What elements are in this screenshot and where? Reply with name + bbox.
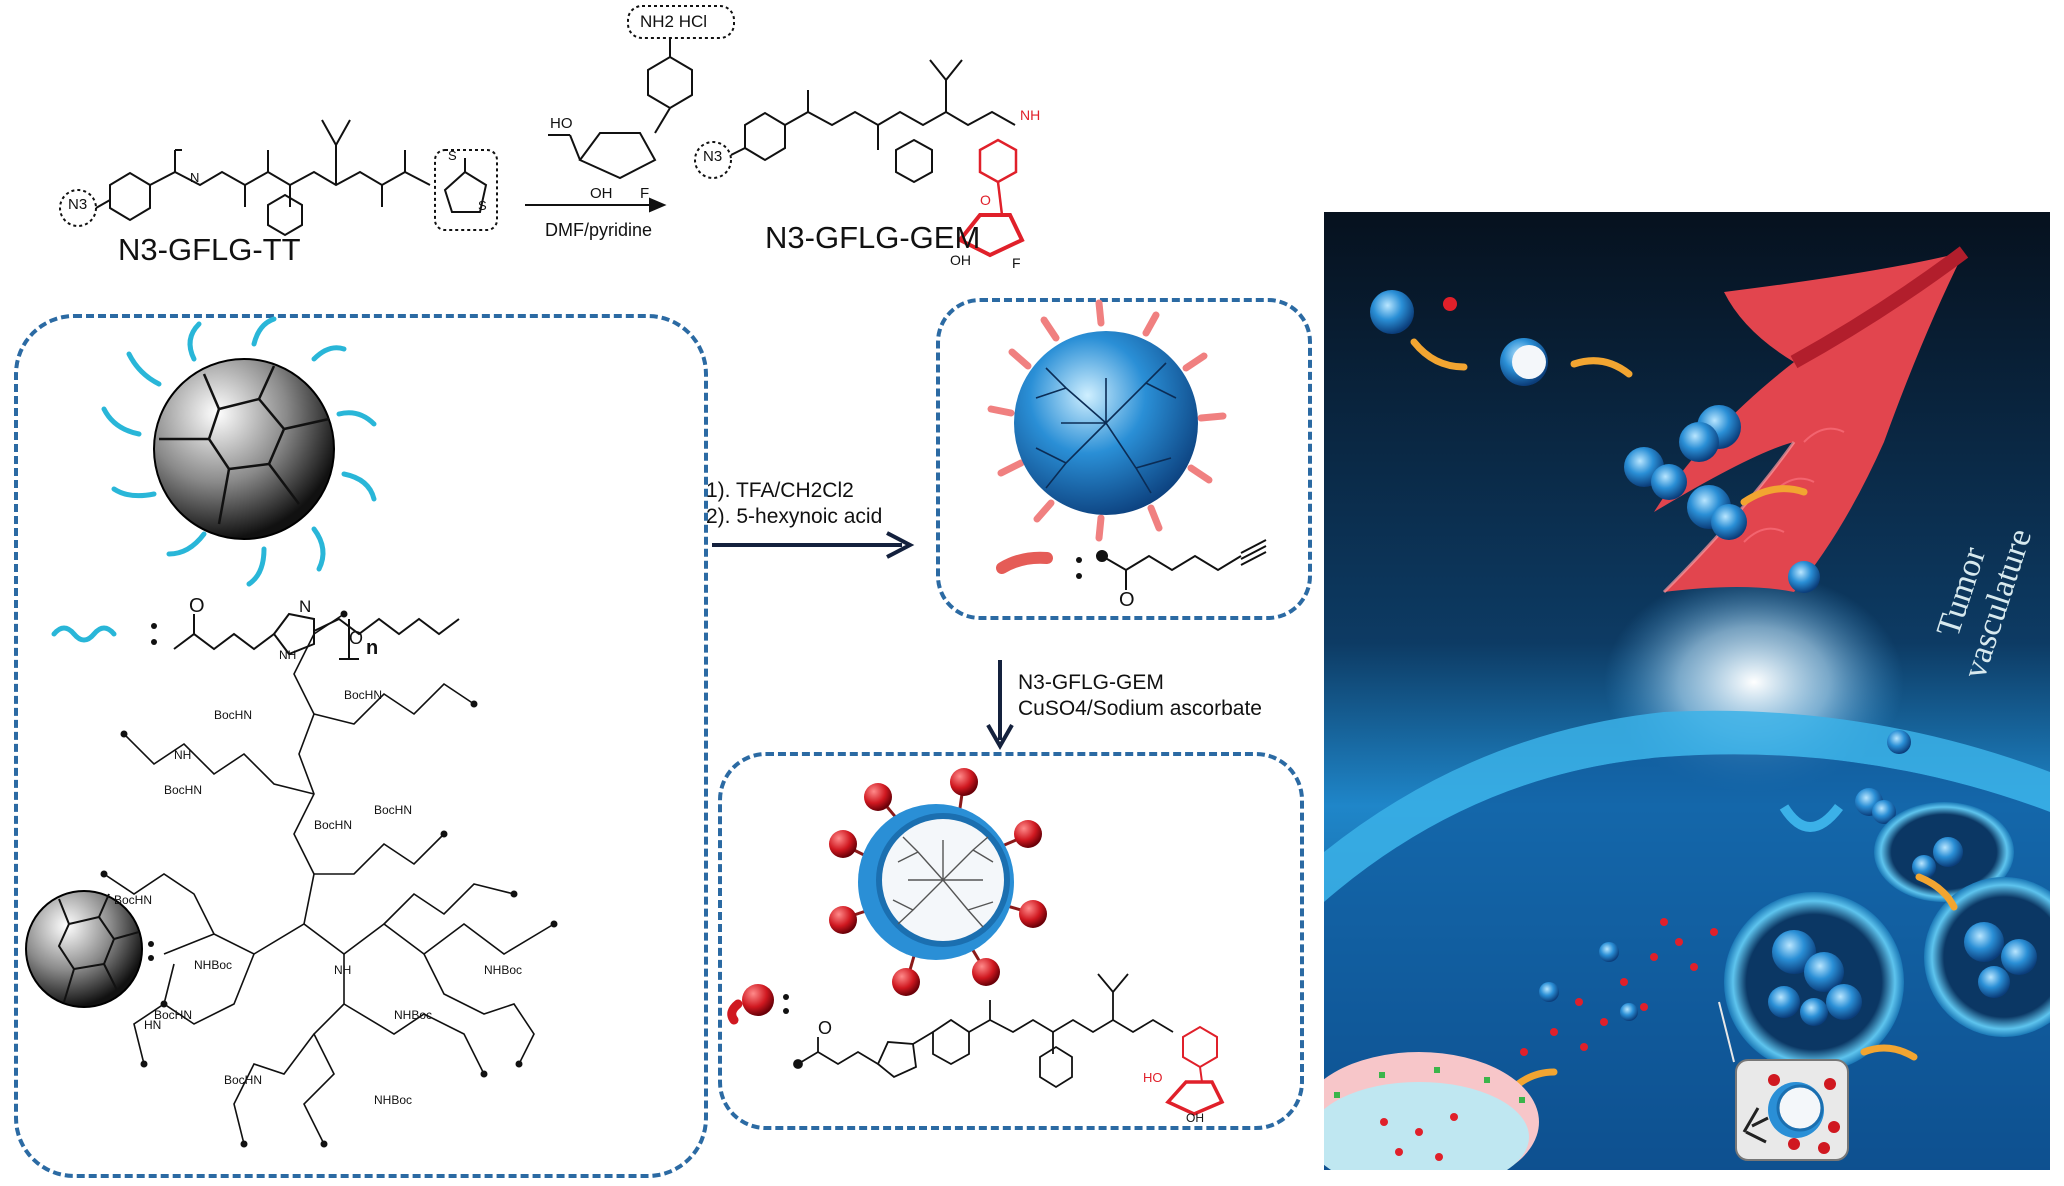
alkyne-dendrimer-graphics: O	[987, 299, 1267, 611]
dendron-nh-1: NH	[279, 648, 296, 662]
dendron-bochn-3: BocHN	[164, 783, 202, 797]
reagent-ho: HO	[550, 115, 573, 132]
amide-n-1: N	[190, 170, 199, 185]
dendron-nh-3: NH	[334, 963, 351, 977]
peg-o: O	[349, 628, 363, 648]
dendron-nhboc-1: NHBoc	[194, 958, 232, 972]
left-dendrimer-box	[14, 314, 708, 1178]
product-n3-tag: N3	[703, 148, 723, 165]
reagent-oh: OH	[590, 185, 613, 202]
thione-s: S	[448, 148, 457, 163]
gem-conjugate-box	[718, 752, 1304, 1130]
dendron-bochn-2: BocHN	[344, 688, 382, 702]
step1-line2: 2). 5-hexynoic acid	[706, 505, 883, 528]
left-box-graphics: O N O n BocHN BocHN BocHN	[25, 316, 558, 1148]
dendron-nhboc-2: NHBoc	[484, 963, 522, 977]
reactant-label: N3-GFLG-TT	[118, 232, 301, 267]
dendron-bochn-7: BocHN	[154, 1008, 192, 1022]
gem-oh: OH	[950, 252, 971, 268]
dendron-bochn-8: BocHN	[224, 1073, 262, 1087]
dendron-bochn-4: BocHN	[314, 818, 352, 832]
conj-carbonyl-o: O	[818, 1018, 832, 1038]
step2-line1: N3-GFLG-GEM	[1018, 671, 1164, 694]
dendron-nhboc-3: NHBoc	[394, 1008, 432, 1022]
reactant-n3-tag: N3	[68, 196, 88, 213]
step1-line1: 1). TFA/CH2Cl2	[706, 479, 854, 502]
step2-arrow	[986, 660, 1014, 750]
step2-line2: CuSO4/Sodium ascorbate	[1018, 697, 1262, 720]
product-label: N3-GFLG-GEM	[765, 220, 981, 255]
gem-conjugate-graphics: O HO OH	[727, 768, 1225, 1125]
peg-subscript-n: n	[366, 637, 378, 659]
gem-ring-o: O	[980, 192, 991, 208]
dendron-bochn-6: BocHN	[114, 893, 152, 907]
dendron-nhboc-4: NHBoc	[374, 1093, 412, 1107]
top-reaction-scheme: O OH F HO OH F S S N NH	[59, 5, 1040, 271]
dendron-nh-2: NH	[174, 748, 191, 762]
alkyne-dendrimer-box	[936, 298, 1312, 620]
gem-f: F	[1012, 255, 1021, 271]
reagent-f: F	[640, 185, 649, 202]
dendron-bochn-1: BocHN	[214, 708, 252, 722]
peg-triazole-n: N	[299, 597, 311, 616]
step1-arrow	[712, 531, 915, 559]
conj-oh: OH	[1186, 1111, 1204, 1125]
dendron-hn-1: HN	[144, 1018, 161, 1032]
reaction-solvent: DMF/pyridine	[545, 220, 653, 240]
gem-nh: NH	[1020, 107, 1040, 123]
ring-s: S	[478, 198, 487, 213]
hexynoyl-o: O	[1119, 589, 1135, 611]
dendron-bochn-5: BocHN	[374, 803, 412, 817]
conj-ho: HO	[1143, 1070, 1163, 1085]
tumor-delivery-panel	[1324, 212, 2050, 1170]
reagent-salt-label: NH2 HCl	[640, 12, 708, 31]
peg-carbonyl-o: O	[189, 595, 205, 617]
